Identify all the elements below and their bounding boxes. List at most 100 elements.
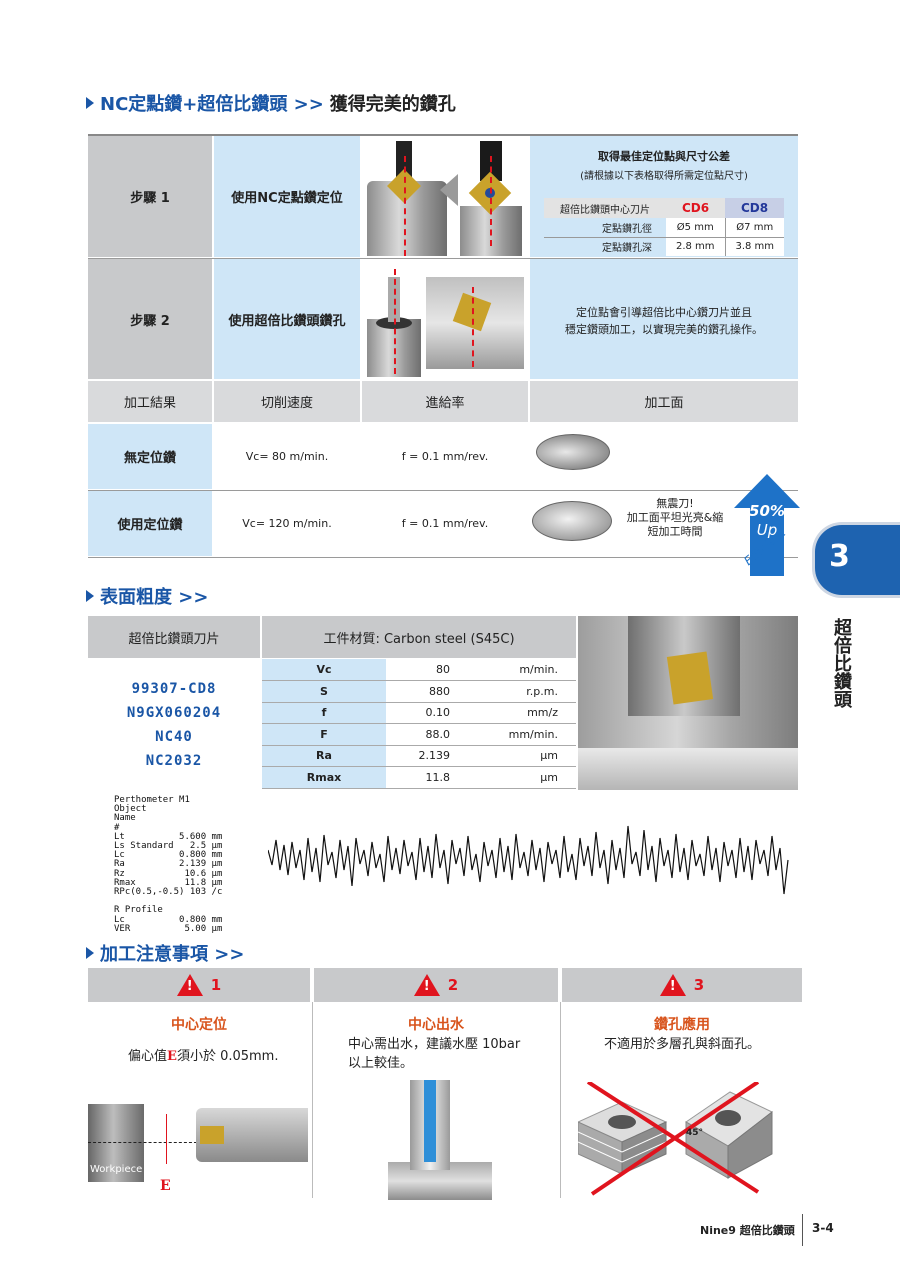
- row-divider: [88, 258, 798, 259]
- caution-text-2: 中心需出水，建議水壓 10bar: [348, 1037, 521, 1052]
- pos-value: Ø5 mm: [666, 218, 726, 238]
- footer-page-number: 3-4: [812, 1221, 834, 1235]
- pos-table-header: 超倍比鑽頭中心刀片: [544, 198, 666, 218]
- param-name: Vc: [262, 659, 386, 681]
- tool-code: N9GX060204: [126, 705, 222, 721]
- step1-info-panel: 取得最佳定位點與尺寸公差 (請根據以下表格取得所需定位點尺寸) 超倍比鑽頭中心刀…: [530, 136, 798, 257]
- drill-image: [196, 1108, 308, 1162]
- chapter-tab: 3: [812, 522, 900, 598]
- roughness-profile-graph: [268, 825, 789, 895]
- perthometer-readout: Perthometer M1 Object Name # Lt 5.600 mm…: [114, 795, 223, 934]
- param-value: 2.139: [386, 745, 468, 767]
- step1-image: [362, 136, 528, 257]
- param-unit: µm: [468, 766, 576, 789]
- param-unit: µm: [468, 745, 576, 767]
- column-divider: [312, 1002, 313, 1198]
- pos-row-label: 定點鑽孔深: [602, 243, 652, 255]
- column-divider: [560, 1002, 561, 1198]
- warning-icon: !: [413, 974, 440, 996]
- insert-photo: [578, 616, 798, 790]
- up-arrow-icon: [734, 474, 800, 576]
- param-name: Ra: [262, 745, 386, 767]
- result-speed: Vc= 80 m/min.: [245, 450, 329, 463]
- caution-text-1: 偏心值E須小於 0.05mm.: [128, 1049, 279, 1064]
- pos-value: 2.8 mm: [666, 237, 726, 256]
- warning-icon: !: [176, 974, 203, 996]
- step2-image: [362, 259, 528, 379]
- rough-col2-header: 工件材質: Carbon steel (S45C): [262, 616, 576, 658]
- result-feed: f = 0.1 mm/rev.: [401, 517, 489, 530]
- caution-title: 鑽孔應用: [654, 1017, 710, 1033]
- footer-brand: Nine9 超倍比鑽頭: [700, 1224, 795, 1237]
- caution-header-1: ! 1: [88, 968, 310, 1002]
- section2-title: 表面粗度 >>: [86, 583, 208, 609]
- param-value: 11.8: [386, 766, 468, 789]
- result-label: 無定位鑽: [88, 424, 212, 489]
- caution-header-3: ! 3: [562, 968, 802, 1002]
- step2-label: 步驟 2: [88, 259, 212, 379]
- param-name: f: [262, 702, 386, 724]
- result-header: 加工結果: [88, 381, 212, 422]
- result-label: 使用定位鑽: [88, 491, 212, 556]
- pos-value: 3.8 mm: [725, 237, 784, 256]
- step1-label: 步驟 1: [88, 136, 212, 257]
- param-value: 880: [386, 680, 468, 703]
- param-unit: m/min.: [468, 659, 576, 681]
- caution-text-3: 不適用於多層孔與斜面孔。: [603, 1037, 760, 1052]
- param-name: F: [262, 723, 386, 746]
- surface-image-smooth: [532, 501, 612, 541]
- step2-text: 定位點會引導超倍比中心鑽刀片並且: [576, 306, 752, 319]
- section1-title: NC定點鑽+超倍比鑽頭 >> 獲得完美的鑽孔: [86, 90, 456, 116]
- result-header: 加工面: [530, 381, 798, 422]
- param-unit: mm/min.: [468, 723, 576, 746]
- offset-marker: [166, 1114, 167, 1164]
- step2-text: 穩定鑽頭加工，以實現完美的鑽孔操作。: [565, 323, 763, 336]
- offset-e-label: E: [160, 1178, 171, 1194]
- param-name: S: [262, 680, 386, 703]
- result-note: 無震刀! 加工面平坦光亮&縮 短加工時間: [626, 497, 724, 538]
- pos-col-cd8: CD8: [725, 198, 784, 218]
- step2-info-panel: 定位點會引導超倍比中心鑽刀片並且 穩定鑽頭加工，以實現完美的鑽孔操作。: [530, 259, 798, 379]
- efficiency-badge: 50% Up Efficient: [732, 472, 802, 578]
- table-top-rule: [88, 134, 798, 136]
- param-value: 0.10: [386, 702, 468, 724]
- info-subtitle: (請根據以下表格取得所需定位點尺寸): [580, 171, 748, 182]
- pos-row-label: 定點鑽孔徑: [544, 218, 666, 238]
- param-value: 88.0: [386, 723, 468, 746]
- pos-value: Ø7 mm: [725, 218, 784, 238]
- position-table: 超倍比鑽頭中心刀片 CD6 CD8 定點鑽孔徑 Ø5 mm Ø7 mm 定點鑽孔…: [544, 198, 784, 256]
- result-feed: f = 0.1 mm/rev.: [401, 450, 489, 463]
- step2-desc: 使用超倍比鑽頭鑽孔: [214, 259, 360, 379]
- tool-code-list: 99307-CD8 N9GX060204 NC40 NC2032: [88, 677, 260, 773]
- chapter-side-title: 超倍比鑽頭: [831, 618, 852, 708]
- caution-text-2: 以上較佳。: [348, 1056, 414, 1071]
- coolant-drill-image: [410, 1080, 450, 1170]
- param-value: 80: [386, 659, 468, 681]
- rough-col1-header: 超倍比鑽頭刀片: [88, 616, 260, 658]
- step1-desc: 使用NC定點鑽定位: [214, 136, 360, 257]
- result-header: 切削速度: [214, 381, 360, 422]
- angle-label: 45°: [686, 1128, 704, 1138]
- row-divider: [88, 557, 798, 558]
- section3-title: 加工注意事項 >>: [86, 940, 244, 966]
- info-title: 取得最佳定位點與尺寸公差: [598, 150, 730, 163]
- param-unit: mm/z: [468, 702, 576, 724]
- warning-icon: !: [659, 974, 686, 996]
- param-name: Rmax: [262, 766, 386, 789]
- bullet-triangle-icon: [86, 590, 94, 602]
- tool-code: 99307-CD8: [131, 681, 217, 697]
- footer-divider: [802, 1214, 803, 1246]
- param-unit: r.p.m.: [468, 680, 576, 703]
- surface-image-rough: [536, 434, 610, 470]
- caution-title: 中心定位: [171, 1017, 227, 1033]
- bullet-triangle-icon: [86, 97, 94, 109]
- tool-code: NC40: [155, 729, 193, 745]
- bullet-triangle-icon: [86, 947, 94, 959]
- result-header: 進給率: [362, 381, 528, 422]
- multi-layer-hole-image: [578, 1082, 773, 1196]
- pos-col-cd6: CD6: [666, 198, 725, 218]
- cutting-params-table: Vc 80 m/min. S 880 r.p.m. f 0.10 mm/z F …: [262, 659, 576, 789]
- tool-code: NC2032: [145, 753, 203, 769]
- workpiece-image: Workpiece: [88, 1104, 144, 1182]
- caution-header-2: ! 2: [314, 968, 558, 1002]
